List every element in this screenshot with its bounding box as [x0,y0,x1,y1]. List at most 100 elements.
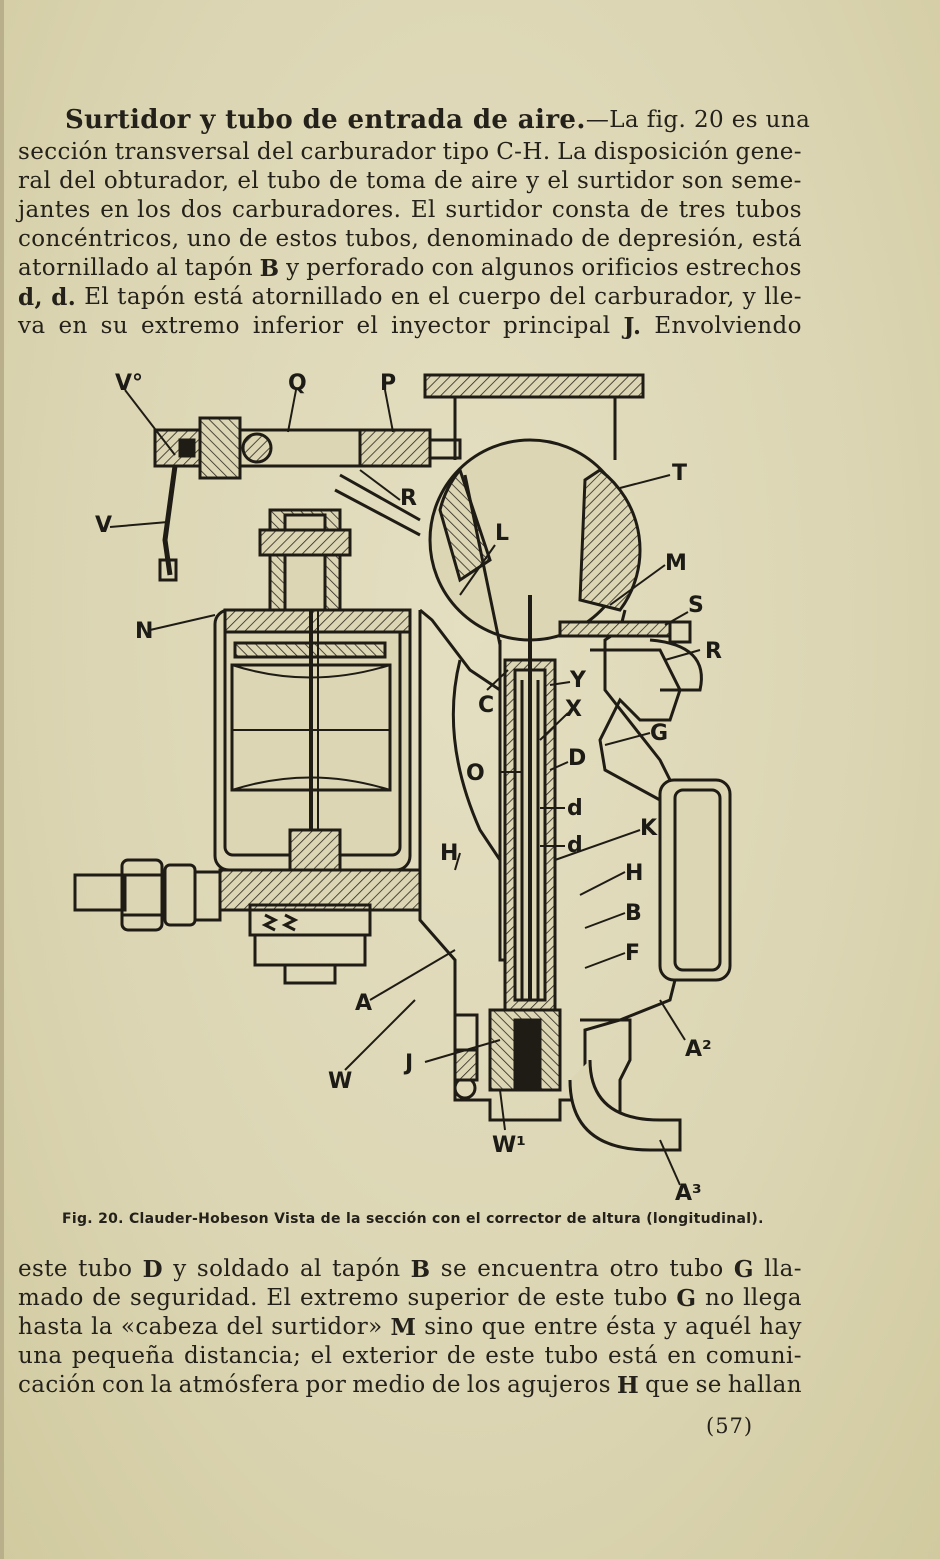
label-d-small-2: d [567,833,583,858]
word: de [640,197,670,223]
word: surtidor [445,197,543,223]
word: pequeña [71,1343,175,1369]
word: el [356,313,379,339]
word: lla- [764,1256,802,1282]
word: jantes [18,197,91,223]
word: transversal [114,139,251,165]
word: de [517,1285,547,1311]
word: B [410,1256,431,1283]
word: dos [180,197,223,223]
word: y [663,1314,678,1340]
word: La [557,139,588,165]
label-r-right: R [705,639,722,664]
word: hallan [727,1372,802,1398]
word: superior [407,1285,509,1311]
word: B [259,255,280,282]
word: al [299,1256,322,1282]
word: depresión, [617,226,745,252]
label-y: Y [569,668,587,693]
word: una [18,1343,63,1369]
word: del [256,139,294,165]
word: cación [18,1372,96,1398]
word: sección [18,139,108,165]
word: con [101,1372,145,1398]
word: extremo [299,1285,399,1311]
word: de [446,1343,476,1369]
label-b: B [625,901,642,926]
word: D [142,1256,163,1283]
word: lle- [764,284,802,310]
word: carburador [300,139,436,165]
word: llega [743,1285,802,1311]
word: perforado [306,255,425,281]
word: aire [470,168,519,194]
label-m: M [665,551,687,576]
label-c: C [478,693,494,718]
label-a2: A² [685,1037,712,1062]
word: G [676,1285,697,1312]
word: atmósfera [178,1372,300,1398]
word: tubo [613,1285,668,1311]
word: tubo [78,1256,133,1282]
label-g: G [650,721,668,746]
word: son [681,168,724,194]
label-p: P [380,371,396,396]
word: este [18,1256,68,1282]
word: tapón [117,284,186,310]
word: con [431,255,475,281]
word: carburador, [594,284,735,310]
word: Envolviendo [654,313,802,339]
word: y [286,255,300,281]
page-edge [0,0,4,1559]
word: M [390,1314,417,1341]
word: encuentra [477,1256,600,1282]
word: otro [609,1256,660,1282]
word: el [237,168,260,194]
word: H [617,1372,640,1399]
word: en [58,313,88,339]
label-o: O [466,761,485,786]
word: la [91,1314,114,1340]
word: y [742,284,757,310]
word: extremo [140,313,240,339]
word: agujeros [507,1372,611,1398]
word: en [667,1343,697,1369]
word: ral [18,168,52,194]
label-r-top: R [400,486,417,511]
word: la [150,1372,173,1398]
word: inferior [252,313,344,339]
word: atornillado [251,284,383,310]
word: que [481,1314,526,1340]
label-a3: A³ [675,1181,702,1206]
word: hasta [18,1314,84,1340]
label-h-left: H [440,841,458,866]
carburetor-figure: V° Q P R T V L M S N R Y C X G D O d d K… [60,360,780,1210]
section-heading: Surtidor y tubo de entrada de aire. [65,105,586,135]
word: orificios [581,255,679,281]
word: seme- [731,168,802,194]
word: algunos [480,255,575,281]
word: no [705,1285,735,1311]
word: exterior [341,1343,438,1369]
word: tubo [544,1343,599,1369]
word: tubos [735,197,802,223]
word: de [434,168,464,194]
heading-continuation: —La fig. 20 es una [585,107,811,133]
word: seguridad. [130,1285,258,1311]
label-a: A [355,991,372,1016]
word: surtidor [576,168,674,194]
label-q: Q [288,371,307,396]
word: está [607,1343,658,1369]
word: y [526,168,540,194]
label-d-small-1: d [567,796,583,821]
label-n: N [135,619,153,644]
word: El [266,1285,292,1311]
word: estrechos [685,255,802,281]
